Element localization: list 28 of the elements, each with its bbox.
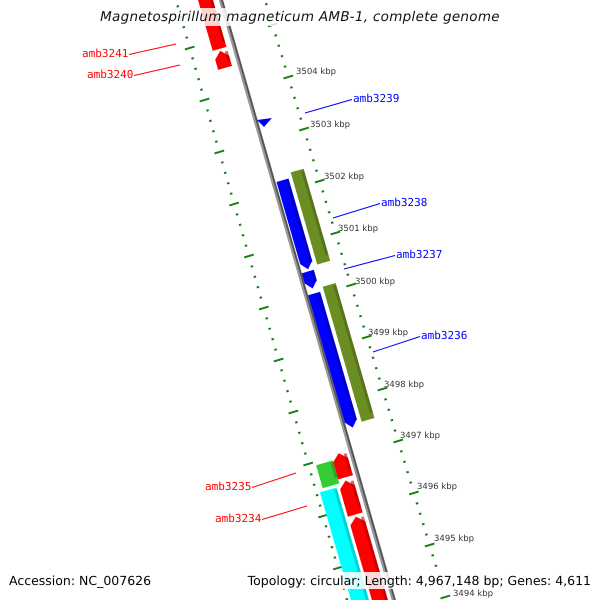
leader-line xyxy=(344,255,396,270)
gene-label: amb3236 xyxy=(421,329,468,342)
topology-text: Topology: circular; Length: 4,967,148 bp; Genes: 4,611 xyxy=(246,572,593,589)
tick-label: 3500 kbp xyxy=(355,277,396,287)
tick-label: 3495 kbp xyxy=(434,534,474,544)
gene-label: amb3234 xyxy=(215,512,262,525)
tick-label: 3502 kbp xyxy=(324,172,364,182)
gene-label: amb3238 xyxy=(381,196,428,209)
tick-label: 3501 kbp xyxy=(338,224,378,234)
leader-line xyxy=(372,336,420,352)
gene-label: amb3240 xyxy=(87,68,134,81)
gene-label: amb3241 xyxy=(82,47,128,60)
leader-line xyxy=(332,203,380,218)
tick-label: 3499 kbp xyxy=(368,328,408,338)
leader-line xyxy=(252,472,296,488)
leader-line xyxy=(134,64,180,76)
tick-label: 3504 kbp xyxy=(296,67,336,77)
tick-label: 3496 kbp xyxy=(417,482,458,492)
leader-line xyxy=(304,99,352,114)
gene-label: amb3237 xyxy=(396,248,442,261)
tick-label: 3497 kbp xyxy=(400,431,440,441)
tick-label: 3503 kbp xyxy=(310,120,350,130)
gene-label: amb3235 xyxy=(205,480,252,493)
leader-line xyxy=(262,506,308,520)
tick-label: 3498 kbp xyxy=(384,380,424,390)
tick-label: 3494 kbp xyxy=(453,589,494,599)
leader-line xyxy=(128,44,176,55)
gene-label: amb3239 xyxy=(353,92,400,105)
